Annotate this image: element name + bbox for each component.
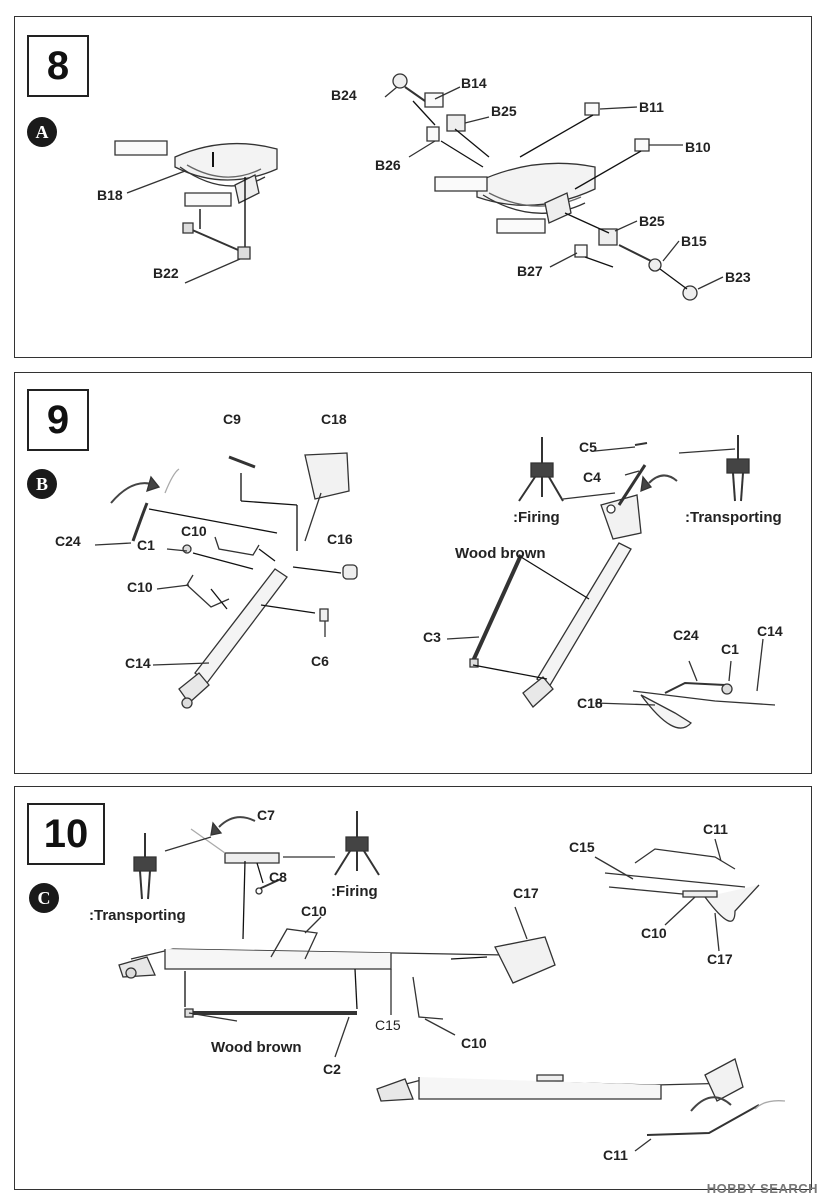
part-label: C11 (703, 821, 728, 837)
part-label: B26 (375, 157, 401, 173)
part-label: C17 (707, 951, 733, 967)
part-label: C17 (513, 885, 539, 901)
part-label: C14 (125, 655, 151, 671)
step-9-panel: 9 B C9 C18 C24 C1 C10 C16 C10 C6 C14 C5 … (14, 372, 812, 774)
step-8-panel: 8 A B18 B22 B24 B14 B25 B26 B11 B10 B25 … (14, 16, 812, 358)
part-label: B27 (517, 263, 543, 279)
part-label: C10 (127, 579, 153, 595)
part-label: C8 (269, 869, 287, 885)
section-marker-icon: B (27, 469, 57, 499)
part-label: :Transporting (89, 907, 186, 924)
part-label: C18 (321, 411, 347, 427)
part-label: C1 (137, 537, 155, 553)
part-label: :Transporting (685, 509, 782, 526)
section-marker-icon: C (29, 883, 59, 913)
part-label: B14 (461, 75, 487, 91)
part-label: C14 (757, 623, 783, 639)
section-letter: B (35, 473, 48, 494)
step-number: 8 (46, 43, 70, 88)
part-label: C15 (569, 839, 595, 855)
part-label: B25 (491, 103, 517, 119)
part-label: C10 (641, 925, 667, 941)
part-label: C15 (375, 1017, 401, 1033)
section-letter: C (37, 887, 51, 908)
part-label: Wood brown (211, 1039, 302, 1056)
step-number: 10 (43, 811, 89, 856)
section-letter: A (35, 121, 49, 142)
step-number-box: 8 (27, 35, 89, 97)
part-label: C9 (223, 411, 241, 427)
part-label: C2 (323, 1061, 341, 1077)
part-label: C1 (721, 641, 739, 657)
hobby-search-logo: HOBBY SEARCH (707, 1181, 818, 1196)
part-label: C24 (673, 627, 699, 643)
part-label: C7 (257, 807, 275, 823)
part-label: :Firing (331, 883, 378, 900)
part-label: :Firing (513, 509, 560, 526)
part-label: C3 (423, 629, 441, 645)
step-10-panel: 10 C C7 C8 :Transporting :Firing C10 C17… (14, 786, 812, 1190)
part-label: C5 (579, 439, 597, 455)
step-number: 9 (46, 397, 70, 442)
part-label: B15 (681, 233, 707, 249)
part-label: B23 (725, 269, 751, 285)
part-label: B10 (685, 139, 711, 155)
part-label: B24 (331, 87, 357, 103)
step-number-box: 10 (27, 803, 105, 865)
part-label: C6 (311, 653, 329, 669)
step-10-diagram (15, 787, 813, 1191)
part-label: C16 (327, 531, 353, 547)
step-8-diagram (15, 17, 813, 359)
part-label: B18 (97, 187, 123, 203)
part-label: C4 (583, 469, 601, 485)
logo-text: HOBBY SEARCH (706, 1181, 818, 1196)
part-label: C10 (461, 1035, 487, 1051)
part-label: B25 (639, 213, 665, 229)
part-label: C18 (577, 695, 603, 711)
part-label: C10 (181, 523, 207, 539)
part-label: C10 (301, 903, 327, 919)
step-number-box: 9 (27, 389, 89, 451)
step-9-diagram (15, 373, 813, 775)
part-label: C11 (603, 1147, 628, 1163)
section-marker-icon: A (27, 117, 57, 147)
part-label: B22 (153, 265, 179, 281)
part-label: C24 (55, 533, 81, 549)
part-label: Wood brown (455, 545, 546, 562)
part-label: B11 (639, 99, 664, 115)
